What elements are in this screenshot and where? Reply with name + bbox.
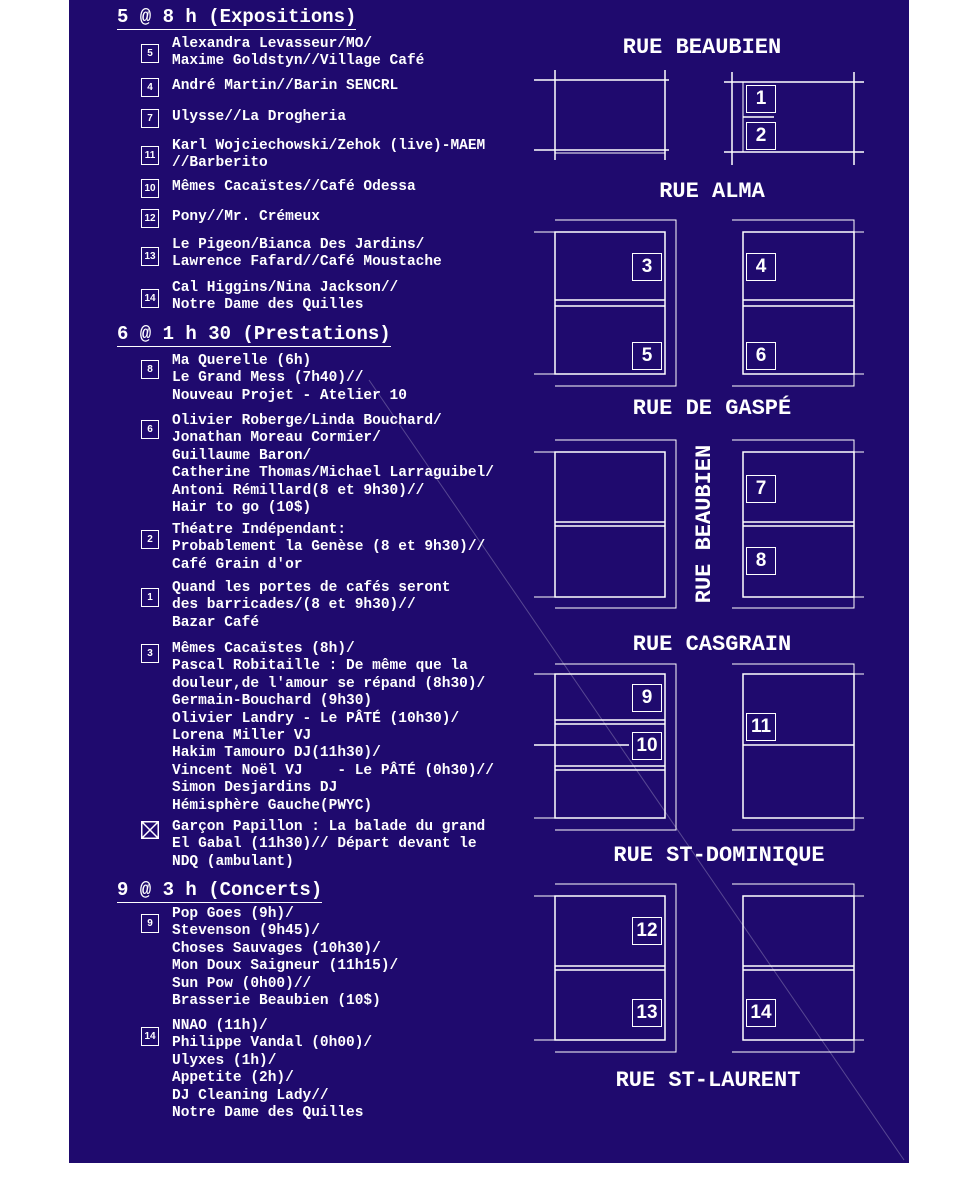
program-entry: Théatre Indépendant: Probablement la Gen… bbox=[172, 522, 486, 573]
location-number: 6 bbox=[746, 342, 776, 370]
street-label-casgrain: RUE CASGRAIN bbox=[632, 632, 792, 657]
location-number: 12 bbox=[632, 917, 662, 945]
program-entry: Karl Wojciechowski/Zehok (live)-MAEM //B… bbox=[172, 138, 486, 172]
section-title-expositions: 5 @ 8 h (Expositions) bbox=[117, 6, 357, 30]
program-entry: André Martin//Barin SENCRL bbox=[172, 78, 399, 94]
location-marker: 5 bbox=[141, 44, 159, 63]
walking-route-icon bbox=[141, 821, 159, 839]
event-poster: 5 @ 8 h (Expositions) 6 @ 1 h 30 (Presta… bbox=[69, 0, 909, 1163]
location-number: 8 bbox=[746, 547, 776, 575]
location-marker: 4 bbox=[141, 78, 159, 97]
location-marker: 3 bbox=[141, 644, 159, 663]
location-marker: 1 bbox=[141, 588, 159, 607]
location-marker: 9 bbox=[141, 914, 159, 933]
section-title-concerts: 9 @ 3 h (Concerts) bbox=[117, 879, 323, 903]
location-number: 2 bbox=[746, 122, 776, 150]
location-number: 1 bbox=[746, 85, 776, 113]
street-label-beaubien-vertical: RUE BEAUBIEN bbox=[692, 444, 717, 604]
street-label-beaubien: RUE BEAUBIEN bbox=[622, 35, 782, 60]
street-label-alma: RUE ALMA bbox=[659, 179, 765, 204]
program-entry: Olivier Roberge/Linda Bouchard/ Jonathan… bbox=[172, 413, 494, 517]
location-marker: 14 bbox=[141, 1027, 159, 1046]
location-marker: 7 bbox=[141, 109, 159, 128]
location-number: 11 bbox=[746, 713, 776, 741]
program-entry: Mêmes Cacaïstes//Café Odessa bbox=[172, 179, 416, 195]
location-number: 7 bbox=[746, 475, 776, 503]
program-entry: Garçon Papillon : La balade du grand El … bbox=[172, 819, 486, 870]
program-entry: Pony//Mr. Crémeux bbox=[172, 209, 320, 225]
section-title-prestations: 6 @ 1 h 30 (Prestations) bbox=[117, 323, 391, 347]
location-marker: 13 bbox=[141, 247, 159, 266]
location-number: 4 bbox=[746, 253, 776, 281]
location-number: 3 bbox=[632, 253, 662, 281]
map-blocks bbox=[534, 70, 864, 1053]
location-marker: 10 bbox=[141, 179, 159, 198]
location-number: 10 bbox=[632, 732, 662, 760]
location-marker: 11 bbox=[141, 146, 159, 165]
program-entry: Pop Goes (9h)/ Stevenson (9h45)/ Choses … bbox=[172, 906, 399, 1010]
location-marker: 12 bbox=[141, 209, 159, 228]
street-label-st-dominique: RUE ST-DOMINIQUE bbox=[613, 843, 825, 868]
program-entry: Ma Querelle (6h) Le Grand Mess (7h40)// … bbox=[172, 353, 407, 404]
location-marker: 6 bbox=[141, 420, 159, 439]
program-entry: Alexandra Levasseur/MO/ Maxime Goldstyn/… bbox=[172, 36, 425, 70]
location-number: 9 bbox=[632, 684, 662, 712]
venue-map: RUE BEAUBIEN RUE ALMA RUE DE GASPÉ RUE C… bbox=[69, 0, 909, 1163]
location-number: 14 bbox=[746, 999, 776, 1027]
street-label-st-laurent: RUE ST-LAURENT bbox=[615, 1068, 801, 1093]
location-marker: 2 bbox=[141, 530, 159, 549]
program-entry: NNAO (11h)/ Philippe Vandal (0h00)/ Ulyx… bbox=[172, 1018, 373, 1122]
location-number: 13 bbox=[632, 999, 662, 1027]
program-entry: Ulysse//La Drogheria bbox=[172, 109, 347, 125]
program-entry: Quand les portes de cafés seront des bar… bbox=[172, 580, 451, 631]
program-entry: Mêmes Cacaïstes (8h)/ Pascal Robitaille … bbox=[172, 641, 494, 814]
street-label-de-gaspe: RUE DE GASPÉ bbox=[632, 396, 792, 421]
program-entry: Le Pigeon/Bianca Des Jardins/ Lawrence F… bbox=[172, 237, 442, 271]
location-number: 5 bbox=[632, 342, 662, 370]
location-marker: 8 bbox=[141, 360, 159, 379]
location-marker: 14 bbox=[141, 289, 159, 308]
program-entry: Cal Higgins/Nina Jackson// Notre Dame de… bbox=[172, 280, 399, 314]
